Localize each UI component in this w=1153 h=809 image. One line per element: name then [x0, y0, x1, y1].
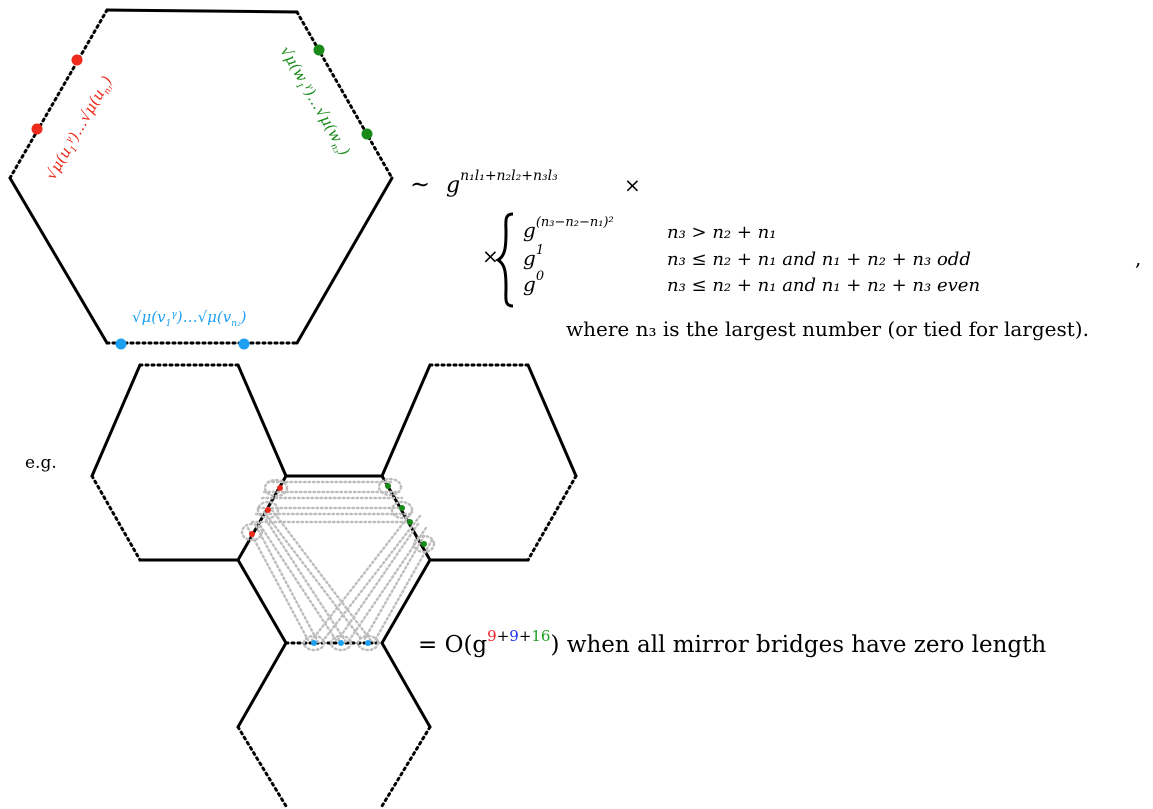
- red-point: [249, 531, 255, 537]
- green-edge-label: √μ(w1γ)…√μ(wn₃): [274, 43, 354, 160]
- times-symbol-2: ×: [482, 244, 499, 268]
- case1-condition: n₃ > n₂ + n₁: [667, 222, 776, 243]
- case3-condition: n₃ ≤ n₂ + n₁ and n₁ + n₂ + n₃ even: [667, 275, 980, 296]
- example-result: = O(g9+9+16) when all mirror bridges hav…: [418, 627, 1046, 658]
- blue-point: [338, 640, 344, 646]
- green-dot: [313, 44, 325, 56]
- sim-symbol: ∼: [410, 170, 430, 198]
- case2-value: g1: [523, 243, 544, 270]
- case2-condition: n₃ ≤ n₂ + n₁ and n₁ + n₂ + n₃ odd: [667, 249, 971, 270]
- mirror-bridges: [240, 477, 436, 652]
- prefactor: gn₁l₁+n₂l₂+n₃l₃: [446, 168, 558, 198]
- bottom-hexagon: [236, 641, 432, 808]
- blue-dot: [115, 338, 127, 350]
- blue-edge-label: √μ(v1γ)…√μ(vn₂): [132, 308, 247, 329]
- red-edge-label: √μ(u1γ)…√μ(un₁): [42, 73, 119, 185]
- red-dot: [71, 54, 83, 66]
- left-hexagon: [90, 363, 288, 562]
- green-point: [399, 505, 405, 511]
- green-dot: [361, 128, 373, 140]
- blue-point: [365, 640, 371, 646]
- left-brace: [494, 212, 514, 308]
- times-symbol: ×: [624, 173, 641, 197]
- example-diagram: e.g.: [25, 363, 1046, 808]
- blue-dot: [238, 338, 250, 350]
- green-point: [407, 519, 413, 525]
- top-hexagon: √μ(u1γ)…√μ(un₁) √μ(w1γ)…√μ(wn₃) √μ(v1γ)……: [8, 8, 394, 350]
- red-dot: [31, 123, 43, 135]
- where-note: where n₃ is the largest number (or tied …: [566, 317, 1089, 341]
- top-hex-edge-top: [105, 8, 299, 14]
- green-point: [385, 483, 391, 489]
- case1-value: g(n₃−n₂−n₁)²: [523, 215, 614, 242]
- green-point: [421, 541, 427, 547]
- formula-comma: ,: [1135, 246, 1141, 270]
- red-point: [265, 507, 271, 513]
- formula: ∼ gn₁l₁+n₂l₂+n₃l₃ × × g(n₃−n₂−n₁)² n₃ > …: [410, 168, 1141, 341]
- top-hex-edge-upper-left: [8, 8, 109, 180]
- top-hex-edge-upper-right: [295, 10, 394, 180]
- right-hexagon: [380, 363, 578, 562]
- red-point: [277, 485, 283, 491]
- top-hex-edge-lower-left: [8, 176, 109, 345]
- blue-point: [311, 640, 317, 646]
- eg-label: e.g.: [25, 453, 57, 473]
- case3-value: g0: [523, 269, 544, 296]
- top-hex-edge-lower-right: [295, 176, 394, 345]
